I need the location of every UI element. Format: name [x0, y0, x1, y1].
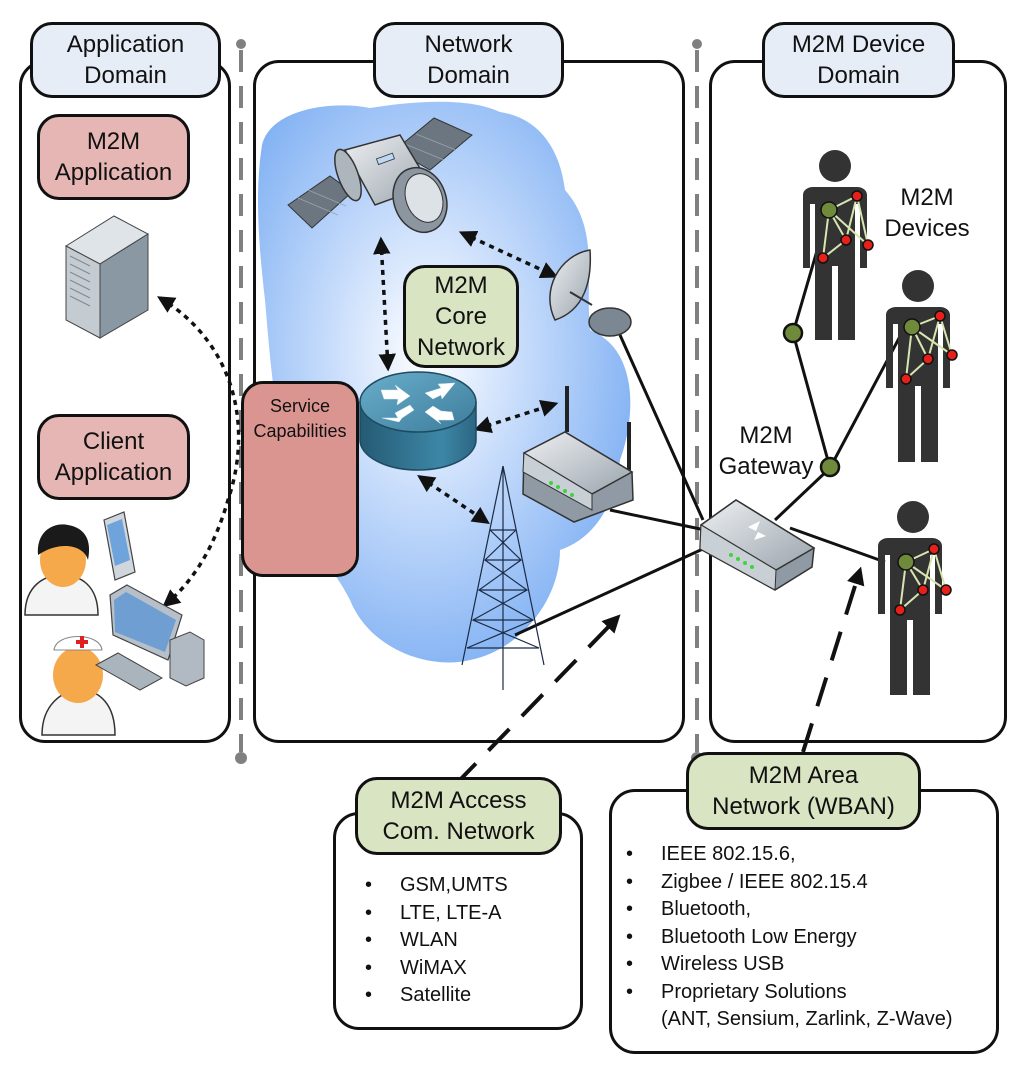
access-network-list: GSM,UMTS LTE, LTE-A WLAN WiMAX Satellite: [360, 872, 570, 1010]
relay-node: [782, 322, 804, 344]
computer-icon: [94, 584, 205, 691]
doctor-icon: [24, 524, 99, 616]
access-network-item: WLAN: [360, 927, 570, 955]
domain-divider-left: [235, 39, 247, 764]
cell-tower-icon: [461, 465, 545, 690]
satellite-dish-icon: [549, 249, 632, 337]
satellite-icon: [287, 117, 473, 234]
access-network-item: Satellite: [360, 982, 570, 1010]
area-network-item: Proprietary Solutions (ANT, Sensium, Zar…: [621, 979, 1001, 1034]
dotted-arrows: [157, 230, 559, 608]
person-icon-3: [878, 501, 942, 695]
access-network-item: LTE, LTE-A: [360, 900, 570, 928]
dashed-arrows: [453, 566, 865, 787]
nurse-icon: [41, 636, 116, 736]
m2m-gateway-label: M2M Gateway: [718, 422, 814, 480]
area-network-item: Bluetooth,: [621, 896, 1001, 924]
area-network-item: Wireless USB: [621, 951, 1001, 979]
body-sensor-network-1: [817, 190, 874, 264]
person-icon-1: [803, 150, 867, 340]
network-domain-title: Network Domain: [373, 22, 564, 98]
domain-divider-right: [691, 39, 703, 764]
application-domain-title: Application Domain: [30, 22, 221, 98]
smartphone-icon: [103, 511, 136, 581]
area-network-item: Zigbee / IEEE 802.15.4: [621, 869, 1001, 897]
body-sensor-network-3: [894, 543, 952, 616]
service-capabilities-tag: Service Capabilities: [241, 381, 359, 577]
core-network-tag: M2M Core Network: [403, 265, 519, 368]
device-domain-title: M2M Device Domain: [762, 22, 955, 98]
area-network-list: IEEE 802.15.6, Zigbee / IEEE 802.15.4 Bl…: [621, 841, 1001, 1034]
client-application-tag: Client Application: [37, 414, 190, 500]
wireless-router-icon: [522, 386, 634, 523]
m2m-devices-label: M2M Devices: [884, 184, 970, 242]
server-icon: [64, 215, 150, 339]
access-network-item: GSM,UMTS: [360, 872, 570, 900]
body-sensor-network-2: [900, 310, 958, 385]
m2m-application-tag: M2M Application: [37, 114, 190, 200]
device-domain-panel: [709, 60, 1007, 743]
area-network-title: M2M Area Network (WBAN): [686, 752, 921, 830]
gateway-router-icon: [699, 499, 816, 591]
area-network-item: Bluetooth Low Energy: [621, 924, 1001, 952]
area-network-item: IEEE 802.15.6,: [621, 841, 1001, 869]
access-network-item: WiMAX: [360, 955, 570, 983]
gateway-node: [819, 456, 841, 478]
core-router-icon: [359, 371, 477, 471]
access-network-title: M2M Access Com. Network: [355, 777, 562, 855]
person-icon-2: [886, 270, 950, 462]
